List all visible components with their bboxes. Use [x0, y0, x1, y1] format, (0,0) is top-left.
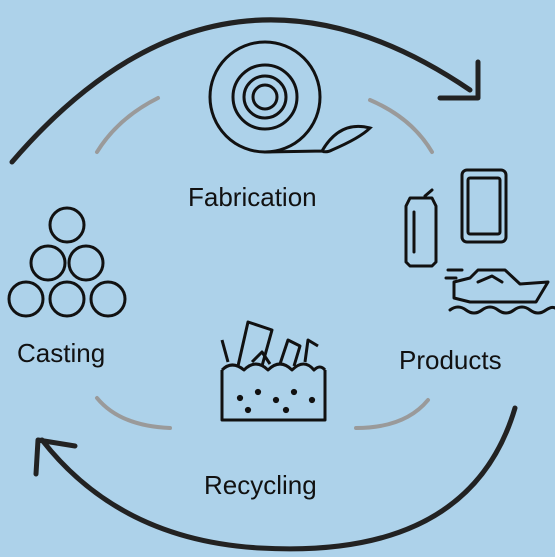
scrap-bin-icon	[220, 320, 327, 422]
smartphone-icon	[460, 168, 508, 244]
outer-cycle-arrows	[9, 17, 518, 552]
connector-fabrication-products	[368, 98, 434, 154]
foil-roll-icon	[208, 40, 373, 154]
top-cycle-arrow	[9, 17, 473, 165]
boat-icon	[444, 268, 555, 315]
connector-recycling-casting	[95, 396, 172, 430]
connector-casting-fabrication	[95, 96, 160, 154]
stage-label-recycling: Recycling	[204, 470, 317, 500]
stage-label-fabrication: Fabrication	[188, 182, 317, 212]
stage-label-products: Products	[399, 345, 502, 375]
top-arrowhead	[437, 59, 481, 101]
products-icon	[404, 168, 555, 315]
inner-connectors	[95, 96, 434, 430]
bottom-cycle-arrow	[39, 405, 518, 552]
soda-can-icon	[404, 188, 438, 268]
connector-products-recycling	[354, 398, 430, 430]
ingot-stack-icon	[7, 206, 127, 318]
stage-label-casting: Casting	[17, 338, 106, 368]
bottom-arrowhead	[33, 437, 78, 477]
